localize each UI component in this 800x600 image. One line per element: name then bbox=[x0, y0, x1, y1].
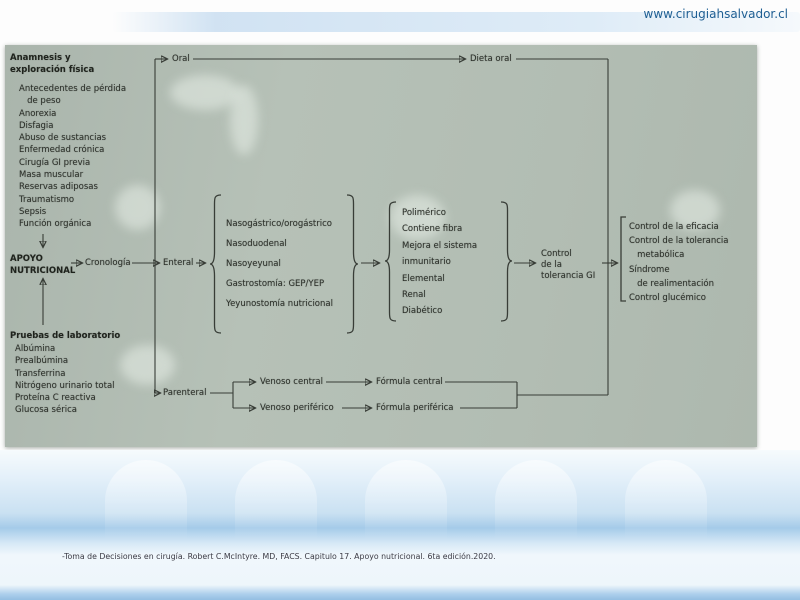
curly-braces bbox=[209, 194, 626, 334]
connector-arrows bbox=[43, 59, 617, 408]
scan-artifact bbox=[120, 345, 175, 385]
assessment-title: Anamnesis y exploración física bbox=[10, 53, 95, 75]
scan-artifact bbox=[390, 195, 445, 240]
label-cronologia: Cronología bbox=[85, 258, 131, 268]
label-formula-periferica: Fórmula periférica bbox=[376, 403, 454, 413]
apoyo-nutricional-node: APOYO NUTRICIONAL bbox=[10, 254, 76, 277]
label-enteral: Enteral bbox=[163, 258, 194, 268]
label-parenteral: Parenteral bbox=[163, 388, 207, 398]
scanned-diagram-page: Anamnesis y exploración física Anteceden… bbox=[5, 45, 757, 447]
watermark-arch bbox=[495, 460, 577, 540]
watermark-arch bbox=[105, 460, 187, 540]
bottom-decorative-band bbox=[0, 450, 800, 600]
monitoring-list: Control de la eficacia Control de la tol… bbox=[629, 222, 729, 304]
top-decorative-band bbox=[112, 12, 800, 32]
enteral-routes-list: Nasogástrico/orogástrico Nasoduodenal Na… bbox=[226, 219, 333, 309]
label-venoso-periferico: Venoso periférico bbox=[260, 403, 334, 413]
flowchart-connector-lines bbox=[5, 45, 626, 447]
site-link[interactable]: www.cirugiahsalvador.cl bbox=[643, 7, 788, 21]
labs-title: Pruebas de laboratorio bbox=[10, 331, 121, 341]
assessment-list: Antecedentes de pérdida de peso Anorexia… bbox=[19, 84, 127, 230]
label-venoso-central: Venoso central bbox=[260, 377, 323, 387]
control-tolerancia-label: Control de la tolerancia GI bbox=[541, 249, 596, 281]
scan-artifact bbox=[230, 85, 258, 155]
label-formula-central: Fórmula central bbox=[376, 377, 443, 387]
label-dieta-oral: Dieta oral bbox=[470, 54, 512, 64]
watermark-arch bbox=[365, 460, 447, 540]
watermark-arch bbox=[235, 460, 317, 540]
labs-list: Albúmina Prealbúmina Transferrina Nitróg… bbox=[15, 344, 115, 416]
label-oral: Oral bbox=[172, 54, 190, 64]
watermark-arch bbox=[625, 460, 707, 540]
formula-types-list: Polimérico Contiene fibra Mejora el sist… bbox=[402, 208, 478, 317]
scan-artifact bbox=[170, 75, 240, 110]
citation-text: -Toma de Decisiones en cirugía. Robert C… bbox=[62, 552, 496, 561]
scan-artifact bbox=[115, 185, 160, 230]
scan-artifact bbox=[670, 190, 720, 230]
